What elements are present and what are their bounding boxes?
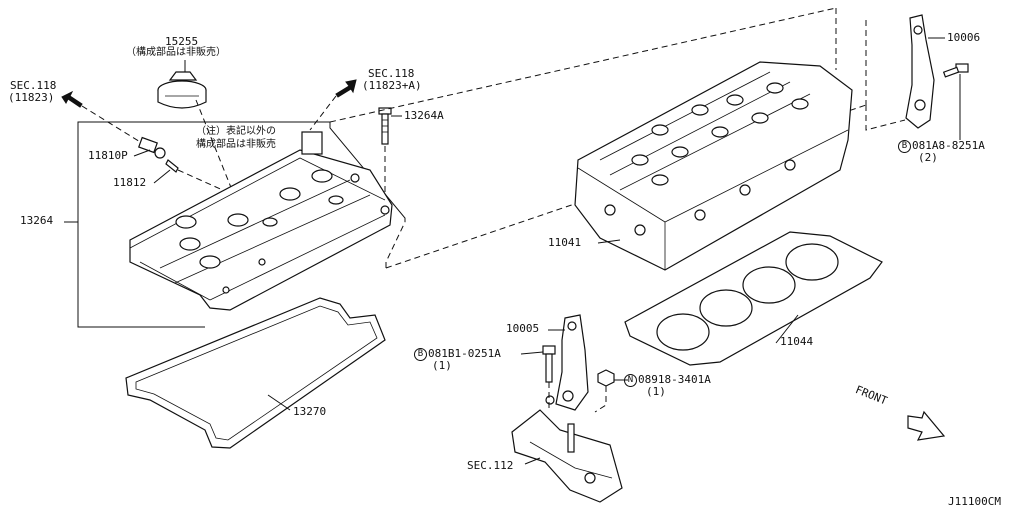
sec-arrow-icon-right (335, 79, 357, 98)
label-11810p: 11810P (88, 149, 128, 162)
diagram-code: J11100CM (948, 495, 1001, 508)
mount-bracket (511, 409, 623, 503)
engine-slinger-front (545, 314, 589, 411)
label-11041: 11041 (548, 236, 582, 249)
label-13270: 13270 (293, 405, 327, 418)
label-10005: 10005 (506, 322, 540, 335)
sec-arrow-icon-left (61, 90, 83, 108)
label-081a8-code: 081A8-8251A (912, 139, 985, 152)
label-15255-note: （構成部品は非販売） (126, 47, 226, 58)
head-gasket (624, 231, 883, 366)
note-line-2: 構成部品は非販売 (196, 139, 276, 150)
nut-type-n-icon: N (624, 374, 637, 387)
cover-group-frame (77, 121, 330, 328)
label-sec112: SEC.112 (467, 459, 514, 472)
rocker-cover (129, 131, 393, 311)
label-08918-code: 08918-3401A (638, 373, 711, 386)
label-08918-qty: (1) (646, 385, 666, 398)
cylinder-head (574, 61, 853, 271)
bolt-type-b-icon: B (898, 140, 911, 153)
label-11812: 11812 (113, 176, 147, 189)
front-arrow-icon (907, 410, 946, 441)
label-081a8-qty: (2) (918, 151, 938, 164)
engine-slinger-rear (905, 14, 935, 129)
cover-gasket (125, 297, 386, 449)
label-081b1-qty: (1) (432, 359, 452, 372)
label-sec118-left: SEC.118 (10, 79, 57, 92)
label-13264a: 13264A (404, 109, 444, 122)
bolt-13264a (378, 107, 392, 145)
label-sec118-left-sub: (11823) (8, 91, 55, 104)
oil-filler-cap (157, 71, 207, 109)
pcv-valve (138, 136, 166, 159)
note-line-1: （注）表記以外の (196, 126, 276, 137)
bolt-081a8 (942, 63, 969, 78)
nut-08918 (597, 369, 615, 387)
label-15255: 15255 (165, 35, 199, 48)
label-081b1-code: 081B1-0251A (428, 347, 501, 360)
label-sec118-right: SEC.118 (368, 67, 415, 80)
label-11044: 11044 (780, 335, 814, 348)
label-sec118-right-sub: (11823+A) (362, 79, 422, 92)
label-13264: 13264 (20, 214, 54, 227)
bolt-081b1 (542, 345, 556, 383)
bolt-type-b-icon: B (414, 348, 427, 361)
label-10006: 10006 (947, 31, 981, 44)
